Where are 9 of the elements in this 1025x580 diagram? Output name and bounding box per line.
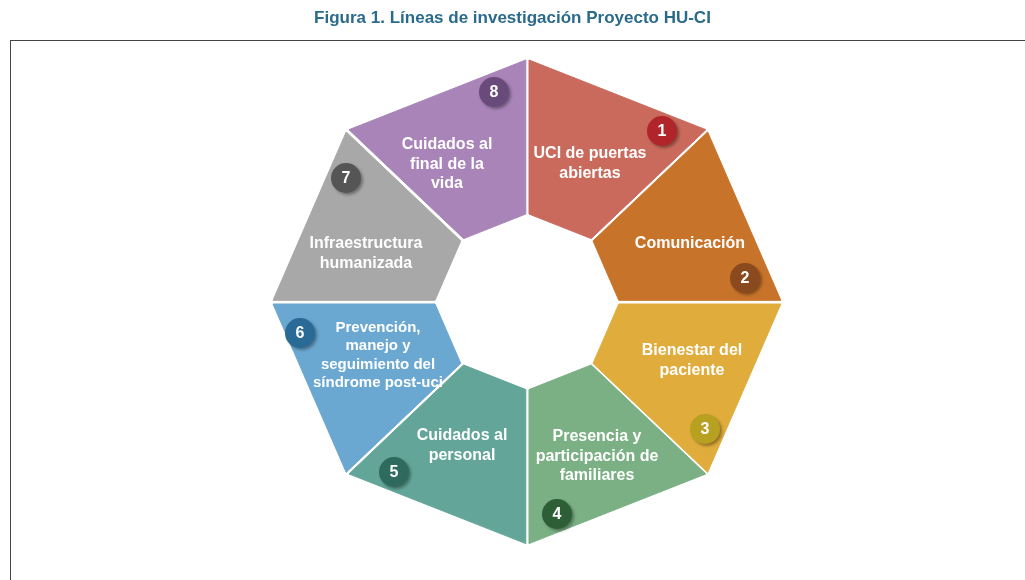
segment-label: Infraestructura humanizada xyxy=(308,233,424,273)
segment-label: UCI de puertas abiertas xyxy=(532,143,648,183)
segment-label: Presencia y participación de familiares xyxy=(534,425,660,485)
segment-label: Cuidados al personal xyxy=(415,425,509,465)
segment-label: Comunicación xyxy=(633,233,747,253)
segment-label: Cuidados al final de la vida xyxy=(400,133,494,193)
segment-label: Prevención, manejo y seguimiento del síndrome post-uci xyxy=(313,318,443,392)
figure-title: Figura 1. Líneas de investigación Proyecto HU-CI xyxy=(313,8,712,28)
segment-label: Bienestar del paciente xyxy=(640,340,744,380)
